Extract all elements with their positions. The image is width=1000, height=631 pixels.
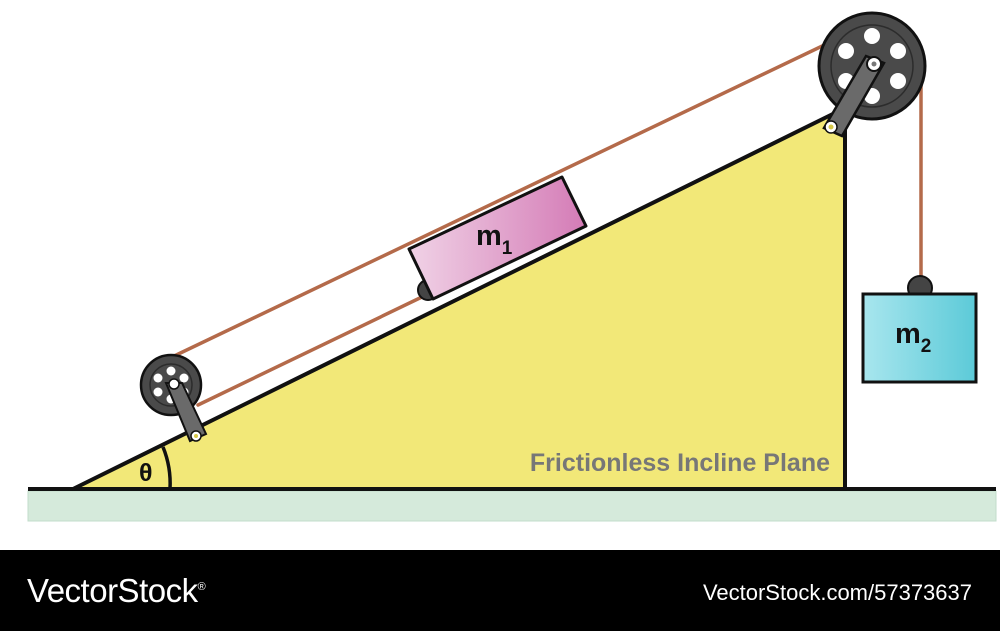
incline-plane: [71, 106, 847, 491]
incline-diagram: m1 m2 θ Frictionless: [27, 11, 997, 522]
mass-1-label: m1: [476, 220, 513, 259]
brand-logo: VectorStock®: [27, 572, 206, 610]
registered-mark: ®: [197, 581, 206, 593]
watermark-footer: VectorStock® VectorStock.com/57373637: [0, 550, 1000, 631]
brand-text: VectorStock: [27, 572, 198, 609]
pulley-icon: [817, 11, 927, 138]
mass-2-block: [861, 275, 978, 384]
rope: [168, 25, 923, 407]
stock-url: VectorStock.com/57373637: [702, 580, 972, 605]
mass-2-label: m2: [895, 318, 931, 357]
mass-1-block: [407, 175, 588, 301]
ground-strip: [27, 490, 997, 522]
pulley-icon: [139, 353, 208, 443]
angle-arc: [161, 446, 172, 490]
plane-label: Frictionless Incline Plane: [530, 449, 830, 477]
angle-label: θ: [139, 459, 153, 487]
